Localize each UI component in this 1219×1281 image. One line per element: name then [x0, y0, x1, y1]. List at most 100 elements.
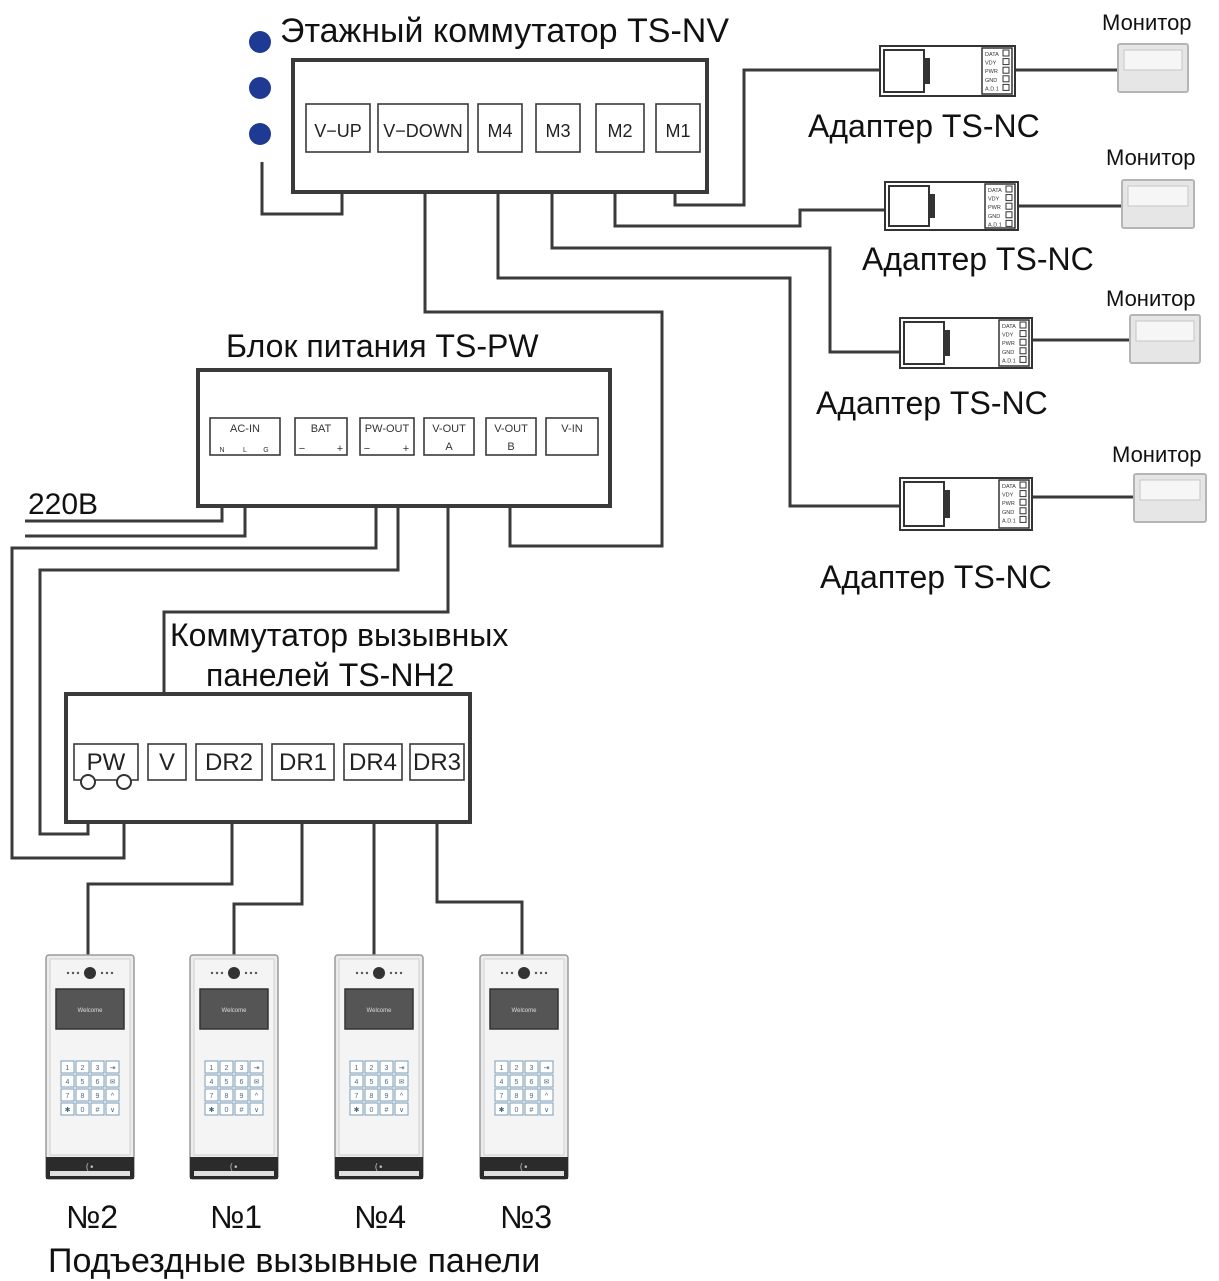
keypad-key-label: ∨ — [110, 1107, 115, 1114]
terminal-screw-icon — [80, 774, 96, 790]
keypad-key — [364, 1088, 379, 1102]
keypad-key-label: 0 — [81, 1107, 85, 1114]
keypad-key — [90, 1102, 105, 1116]
adapter-pin-label: PWR — [1002, 501, 1015, 507]
keypad-key-label: ⇥ — [254, 1065, 260, 1072]
keypad-key-label: 0 — [370, 1107, 374, 1114]
keypad-key-label: 7 — [355, 1093, 359, 1100]
keypad-key — [394, 1088, 409, 1102]
camera-icon — [84, 967, 96, 979]
keypad-key — [60, 1102, 75, 1116]
port-label: DR3 — [413, 749, 461, 776]
panel-number: №4 — [354, 1199, 406, 1235]
wire-dr1 — [232, 780, 304, 956]
floor-switch-ports: V−UP V−DOWN M4 M3 M2 M1 — [305, 103, 701, 153]
port-label: PW — [87, 749, 126, 776]
keypad-key-label: 5 — [225, 1079, 229, 1086]
port-sub-label: B — [507, 441, 514, 453]
keypad-key-label: 2 — [370, 1065, 374, 1072]
keypad-key — [90, 1074, 105, 1088]
keypad-key-label: 6 — [240, 1079, 244, 1086]
port-v-out-b — [485, 417, 537, 456]
wire-v-out-a — [162, 455, 450, 744]
adapter-pin-label: GND — [985, 78, 997, 84]
keypad-key — [90, 1088, 105, 1102]
keypad-key — [105, 1088, 120, 1102]
keypad-key-label: 2 — [515, 1065, 519, 1072]
port-label: BAT — [311, 423, 332, 435]
wire-m4 — [496, 152, 900, 508]
pin-label: G — [263, 447, 268, 454]
adapter-pin-label: A.D.1 — [985, 86, 999, 92]
keypad-key-label: 0 — [225, 1107, 229, 1114]
adapter-icon — [884, 181, 1019, 231]
keypad-key — [249, 1102, 264, 1116]
keypad-key — [75, 1060, 90, 1074]
keypad-key — [90, 1060, 105, 1074]
floor-switch: Этажный коммутатор TS-NV V−UP V−DOWN M4 … — [249, 12, 729, 194]
port-v-in — [545, 417, 599, 456]
keypad-key — [234, 1088, 249, 1102]
adapter-label: Адаптер TS-NC — [808, 108, 1040, 144]
keypad-key-label: 7 — [66, 1093, 70, 1100]
keypad-key-label: 6 — [385, 1079, 389, 1086]
port-m2 — [595, 103, 645, 153]
adapter-pin-terminal — [1019, 490, 1027, 498]
keypad-key-label: 8 — [225, 1093, 229, 1100]
adapter-pin-label: PWR — [1002, 341, 1015, 347]
camera-icon — [518, 967, 530, 979]
port-v — [147, 743, 187, 781]
adapter-label: Адаптер TS-NC — [816, 385, 1048, 421]
keypad-key-label: 4 — [210, 1079, 214, 1086]
keypad-key — [105, 1074, 120, 1088]
keypad-key — [75, 1102, 90, 1116]
port-label: DR2 — [205, 749, 253, 776]
mains-label: 220В — [28, 488, 98, 521]
keypad-key-label: # — [240, 1107, 244, 1114]
keypad-key-label: ⇥ — [110, 1065, 116, 1072]
adapter-label: Адаптер TS-NC — [820, 559, 1052, 595]
panel-screen-text: Welcome — [78, 1008, 104, 1014]
adapter-pin-terminal — [1019, 498, 1027, 506]
keypad-key-label: ✉ — [110, 1079, 116, 1086]
adapter-pin-terminal — [1019, 347, 1027, 355]
keypad-key-label: 1 — [355, 1065, 359, 1072]
keypad-key-label: ^ — [545, 1093, 549, 1100]
camera-icon — [373, 967, 385, 979]
keypad-key-label: # — [530, 1107, 534, 1114]
power-ports: AC-IN N L G BAT − + PW-OUT − + V-OUT A V… — [209, 417, 599, 456]
pin-label: + — [403, 443, 409, 455]
power-unit: Блок питания TS-PW AC-IN N L G BAT − + P… — [196, 328, 612, 508]
keypad-key — [204, 1074, 219, 1088]
adapter-pin-label: DATA — [988, 188, 1002, 194]
adapter-pin-terminal — [1005, 211, 1013, 219]
monitor-icon — [1117, 43, 1189, 93]
keypad-key — [494, 1060, 509, 1074]
port-pw — [73, 743, 139, 781]
keypad-key — [75, 1074, 90, 1088]
keypad-key — [509, 1102, 524, 1116]
keypad-key-label: # — [385, 1107, 389, 1114]
keypad-key-label: 1 — [210, 1065, 214, 1072]
adapter-pin-terminal — [1005, 202, 1013, 210]
adapter-group-3: Монитор Адаптер TS-NC — [816, 286, 1201, 421]
adapter-pin-label: A.D.1 — [1002, 518, 1016, 524]
panel-screen-text: Welcome — [367, 1008, 393, 1014]
keypad-key-label: ⇥ — [544, 1065, 550, 1072]
keypad-key — [524, 1088, 539, 1102]
adapter-pin-label: GND — [1002, 350, 1014, 356]
keypad-key-label: 9 — [530, 1093, 534, 1100]
keypad-key-label: 9 — [385, 1093, 389, 1100]
keypad-key — [494, 1088, 509, 1102]
adapter-group-1: Монитор Адаптер TS-NC — [808, 10, 1192, 144]
nfc-icon: (• — [375, 1163, 384, 1173]
port-label: DR4 — [349, 749, 397, 776]
panel-screen — [344, 988, 414, 1030]
port-label: V — [159, 749, 175, 776]
adapter-group-4: Монитор Адаптер TS-NC — [820, 442, 1207, 595]
keypad-key — [204, 1088, 219, 1102]
